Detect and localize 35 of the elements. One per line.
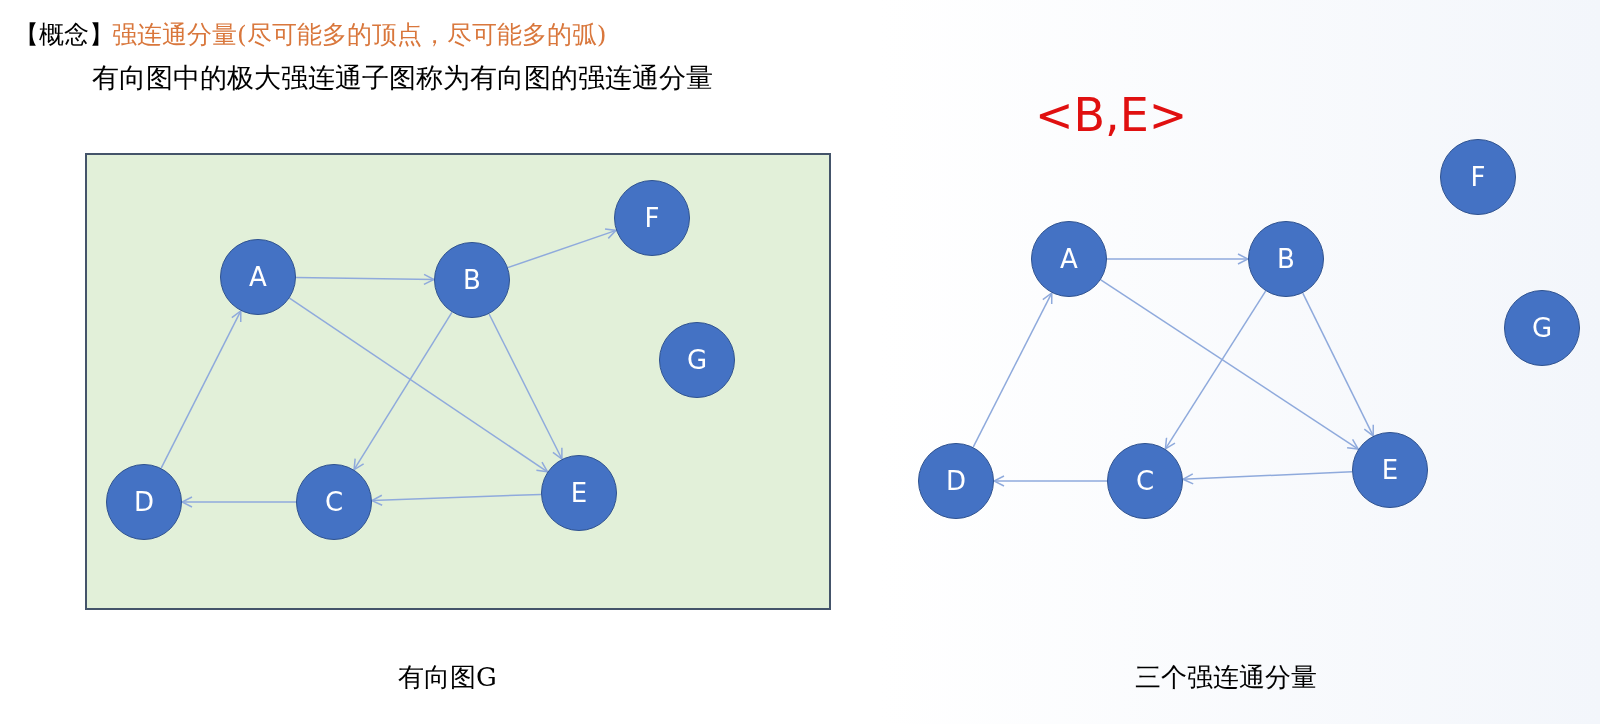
arrow [488,313,563,460]
vertex-circle: E [1352,432,1428,508]
vertex-circle: B [1248,221,1324,297]
vertex-circle: A [220,239,296,315]
arrow [181,496,297,508]
vertex-circle: F [614,180,690,256]
figure-caption: 三个强连通分量 [1135,661,1317,694]
vertex-circle: G [659,322,735,398]
graph-panel [85,153,831,610]
vertex-circle: G [1504,290,1580,366]
vertex-circle: E [541,455,617,531]
arrow [972,292,1053,448]
arrow [1164,290,1267,450]
vertex-circle: B [434,242,510,318]
arrow [1100,279,1359,450]
arrow [993,475,1108,487]
arrow [295,273,435,286]
arrow [160,310,242,469]
vertex-circle: F [1440,139,1516,215]
handwritten-note: <B,E> [1035,88,1188,142]
figure-caption: 有向图G [398,661,497,694]
vertex-circle: C [1107,443,1183,519]
arrow [288,297,549,473]
arrow [507,228,617,269]
vertex-circle: C [296,464,372,540]
arrow [1182,470,1353,485]
vertex-circle: D [918,443,994,519]
heading-text: 强连通分量(尽可能多的顶点，尽可能多的弧) [112,19,607,51]
arrow [353,311,453,471]
vertex-circle: A [1031,221,1107,297]
arrow [1106,253,1249,265]
arrow [371,493,542,506]
arrow [1302,292,1374,437]
definition-text: 有向图中的极大强连通子图称为有向图的强连通分量 [92,61,713,95]
vertex-circle: D [106,464,182,540]
